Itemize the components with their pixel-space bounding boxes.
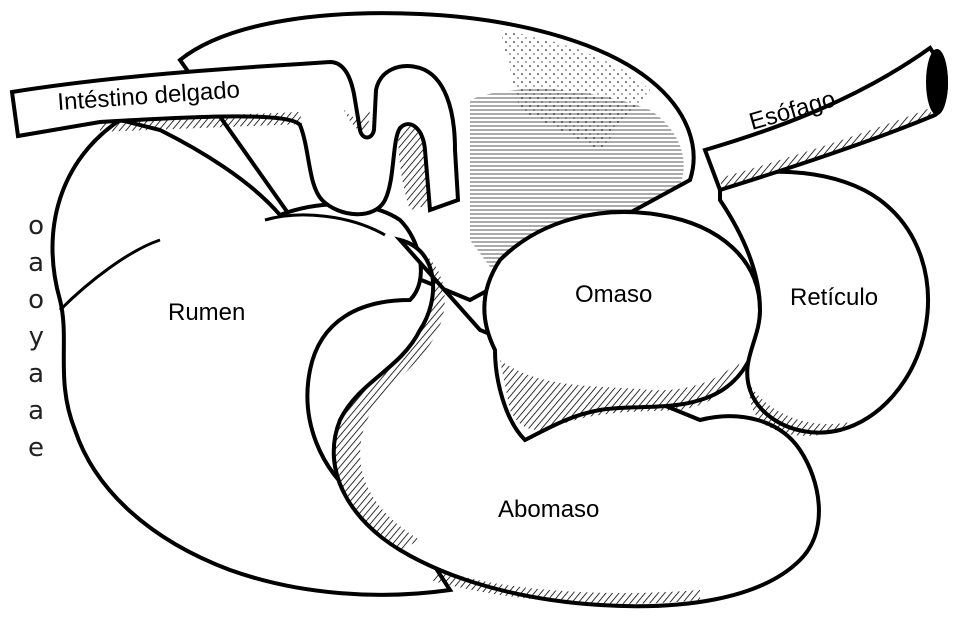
label-omasum: Omaso	[575, 281, 652, 308]
label-abomasum: Abomaso	[498, 496, 599, 523]
label-rumen: Rumen	[168, 299, 245, 326]
esophagus-opening	[926, 49, 948, 115]
label-reticulum: Retículo	[790, 284, 878, 311]
